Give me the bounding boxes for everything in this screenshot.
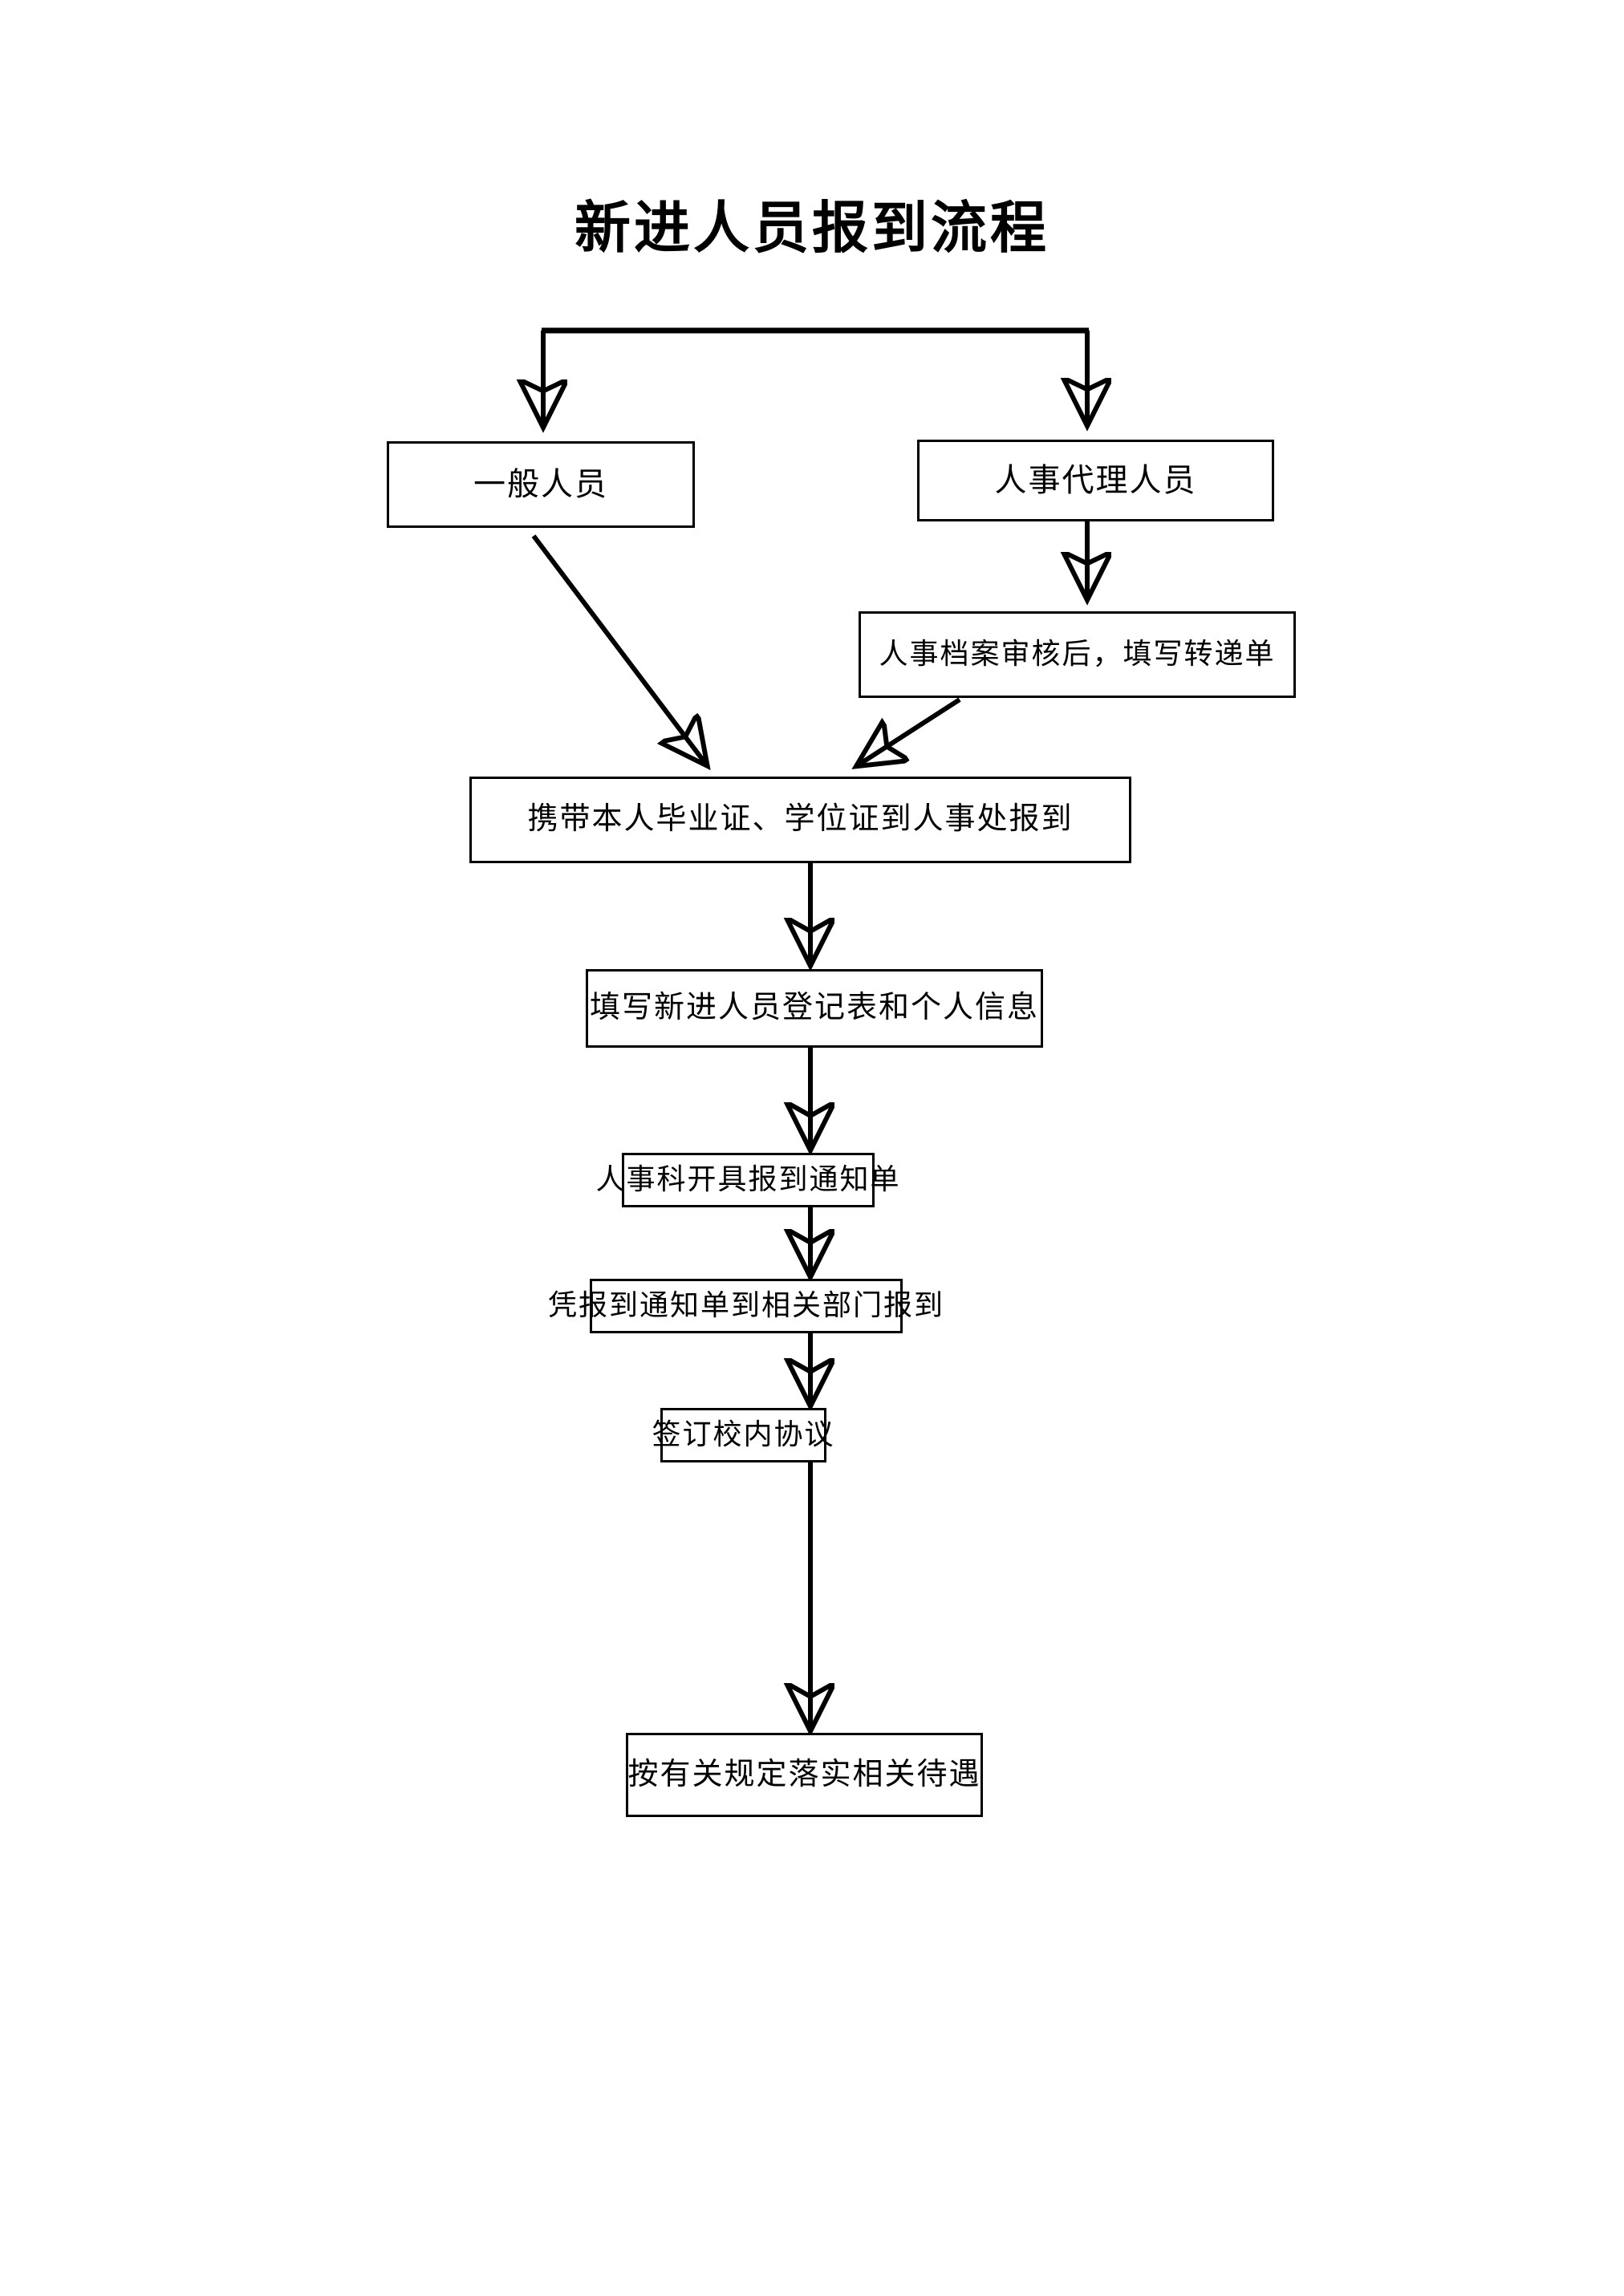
node-implement-benefits[interactable]: 按有关规定落实相关待遇 — [626, 1733, 983, 1817]
node-agency-staff[interactable]: 人事代理人员 — [917, 440, 1274, 521]
node-issue-report-notice[interactable]: 人事科开具报到通知单 — [596, 1153, 899, 1207]
page-title: 新进人员报到流程 — [574, 198, 1050, 260]
node-general-staff[interactable]: 一般人员 — [387, 441, 695, 528]
edge-archive-to-register — [860, 697, 961, 764]
node-sign-internal-agreement[interactable]: 签订校内协议 — [652, 1408, 834, 1462]
edge-general-to-register — [531, 534, 704, 762]
node-fill-registration-form[interactable]: 填写新进人员登记表和个人信息 — [586, 969, 1043, 1048]
node-archive-review[interactable]: 人事档案审核后，填写转递单 — [859, 611, 1296, 698]
node-report-to-departments[interactable]: 凭报到通知单到相关部门报到 — [548, 1279, 943, 1333]
node-report-to-hr[interactable]: 携带本人毕业证、学位证到人事处报到 — [469, 777, 1131, 863]
